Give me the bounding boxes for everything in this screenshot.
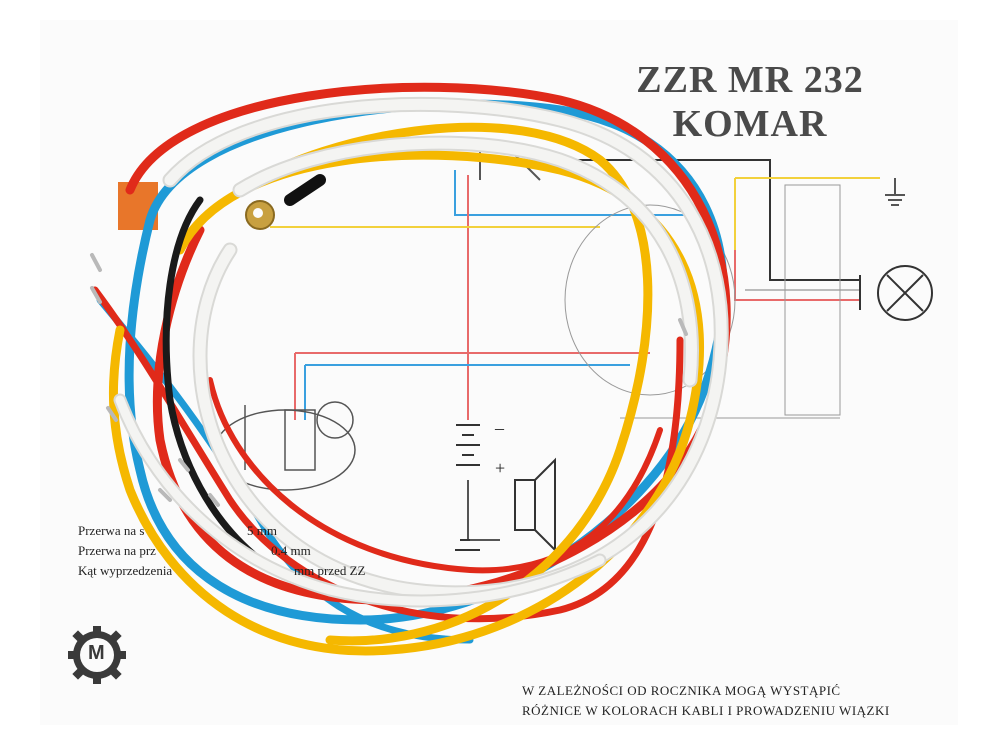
ground-symbol — [885, 178, 905, 206]
footer-line-1: W ZALEŻNOŚCI OD ROCZNIKA MOGĄ WYSTĄPIĆ — [522, 683, 841, 698]
logo-letter: M — [88, 642, 105, 664]
battery-minus-label: – — [495, 418, 504, 438]
horn-symbol — [455, 457, 556, 553]
note-line-3: Kąt wyprzedzenia — [78, 563, 173, 578]
title-line-1: ZZR MR 232 — [636, 59, 864, 101]
footer-line-2: RÓŻNICE W KOLORACH KABLI I PROWADZENIU W… — [522, 703, 890, 718]
wire-bundle — [90, 82, 731, 656]
paper-sheet — [40, 20, 958, 725]
lamp-symbol — [859, 265, 933, 321]
note-line-2: Przerwa na prz — [78, 543, 156, 558]
battery-symbol — [456, 424, 480, 466]
diagram-title: ZZR MR 232 KOMAR — [600, 58, 900, 146]
title-line-2: KOMAR — [672, 103, 828, 145]
gear-logo-icon — [68, 626, 126, 684]
black-wire — [162, 196, 264, 564]
note-value-1: 5 mm — [247, 523, 277, 538]
battery-plus-label: + — [495, 458, 506, 478]
note-line-1: Przerwa na s — [78, 523, 145, 538]
note-value-2: 0.4 mm — [271, 543, 311, 558]
note-value-3: mm przed ZZ — [294, 563, 366, 578]
schematic-diagram — [270, 149, 880, 541]
